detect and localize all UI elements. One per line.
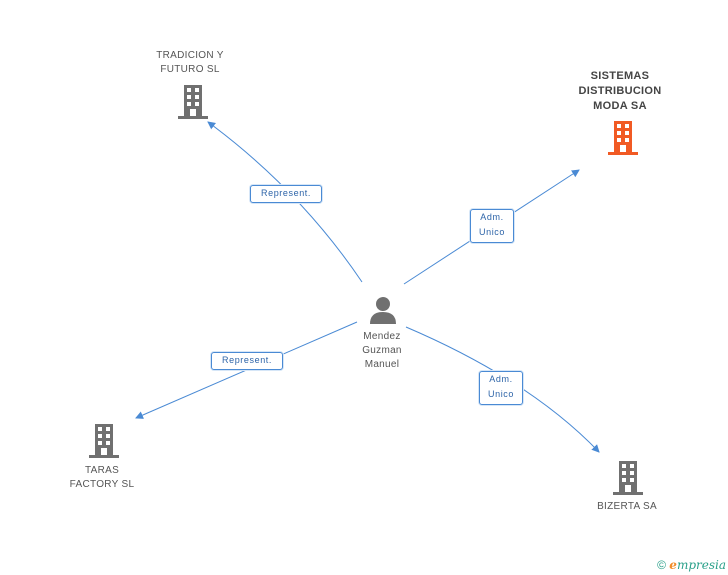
copyright-symbol: © [657, 558, 666, 572]
brand-name: mpresia [676, 558, 726, 572]
relation-label-bizerta[interactable]: Adm. Unico [479, 371, 523, 405]
company-name-tradicion[interactable]: TRADICION Y FUTURO SL [156, 50, 224, 75]
footer-brand: © empresia [657, 558, 726, 572]
building-icon[interactable] [89, 424, 119, 458]
building-icon[interactable] [608, 121, 638, 155]
edge-taras [135, 321, 358, 419]
building-icon[interactable] [613, 461, 643, 495]
center-person-name[interactable]: Mendez Guzman Manuel [362, 331, 402, 370]
person-icon[interactable] [368, 295, 398, 325]
company-name-taras[interactable]: TARAS FACTORY SL [69, 465, 135, 490]
relation-label-tradicion[interactable]: Represent. [250, 185, 322, 203]
building-icon[interactable] [178, 85, 208, 119]
relation-label-sistemas[interactable]: Adm. Unico [470, 209, 514, 243]
company-name-sistemas[interactable]: SISTEMAS DISTRIBUCION MODA SA [578, 70, 662, 112]
relation-label-taras[interactable]: Represent. [211, 352, 283, 370]
brand-initial: e [669, 558, 677, 572]
company-name-bizerta[interactable]: BIZERTA SA [597, 501, 657, 512]
brand-logo: empresia [669, 558, 726, 572]
